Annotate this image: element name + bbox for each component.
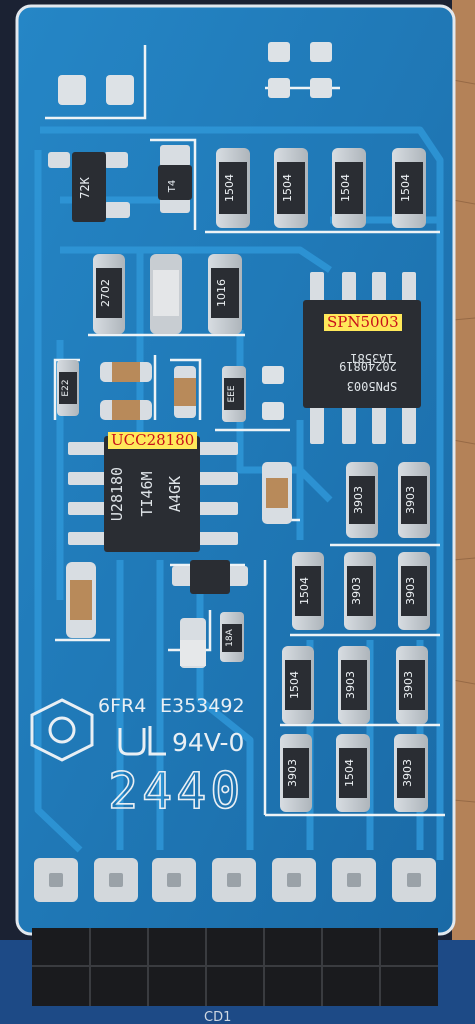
cap-e22-marking: E22: [61, 379, 71, 396]
spn-marking-line3: SPN5003: [347, 379, 398, 393]
resistor-grid-9: 1504: [343, 759, 356, 787]
cap-e22: E22: [57, 360, 79, 416]
resistor-grid-10: 3903: [401, 759, 414, 787]
pin-header: [32, 928, 438, 1006]
top-small-parts: [58, 42, 332, 105]
wood-grain: [452, 79, 475, 803]
silk-ul-file: E353492: [160, 695, 245, 717]
top-resistor-row: 1504 1504 1504 1504: [216, 148, 426, 228]
spn-marking-line2: 20240819: [339, 359, 397, 373]
resistor-1504-b: 1504: [281, 174, 294, 202]
ceramic-caps: [100, 362, 196, 420]
mid-resistor-row: 2702 1016: [93, 254, 242, 334]
resistor-grid-4: 3903: [350, 577, 363, 605]
resistor-grid-11: 3903: [286, 759, 299, 787]
diode-18a-marking: 18A: [225, 628, 235, 646]
resistor-grid-1: 3903: [352, 486, 365, 514]
cap-eee-marking: EEE: [227, 385, 237, 402]
annotation-ucc28180: UCC28180: [108, 432, 198, 449]
resistor-grid-5: 3903: [404, 577, 417, 605]
silkscreen-text: 6FR4 E353492 94V-0 2440: [30, 695, 245, 821]
silk-date-code: 2440: [108, 762, 244, 820]
resistor-grid-6: 1504: [288, 671, 301, 699]
connector-label: CD1: [204, 1010, 231, 1024]
misc-parts: [66, 462, 292, 668]
ucc-marking-line1: U28180: [108, 467, 126, 521]
spn-marking-line1: 1A3581: [350, 351, 393, 365]
ucc-marking-line3: A4GK: [166, 476, 184, 512]
ucc-marking-line2: TI46M: [138, 471, 156, 516]
annotation-spn5003: SPN5003: [324, 314, 402, 331]
resistor-grid-8: 3903: [402, 671, 415, 699]
resistor-2702: 2702: [99, 279, 112, 307]
resistor-1504-d: 1504: [399, 174, 412, 202]
diode-t4-marking: T4: [167, 180, 178, 193]
resistor-1504-c: 1504: [339, 174, 352, 202]
silkscreen-outlines: [45, 45, 445, 817]
silk-rating: 94V-0: [172, 728, 244, 757]
transistor-72k: 72K: [48, 152, 130, 222]
resistor-grid-7: 3903: [344, 671, 357, 699]
silk-fr4: 6FR4: [98, 695, 146, 717]
right-resistor-grid: 3903 3903 1504 3903 3903 1504: [280, 462, 430, 812]
diode-18a: 18A: [220, 612, 244, 662]
resistor-1016: 1016: [215, 279, 228, 307]
resistor-grid-2: 3903: [404, 486, 417, 514]
ul-logo: [118, 726, 166, 756]
wood-frame: [452, 0, 475, 1024]
diode-t4: T4: [158, 145, 192, 213]
logo-mark: [30, 698, 94, 762]
cap-eee: EEE: [222, 366, 284, 422]
q-top-marking: 72K: [78, 176, 92, 198]
chip-ucc28180: U28180 TI46M A4GK: [68, 436, 238, 552]
header-pads: [34, 858, 436, 902]
resistor-grid-3: 1504: [298, 577, 311, 605]
resistor-1504-a: 1504: [223, 174, 236, 202]
